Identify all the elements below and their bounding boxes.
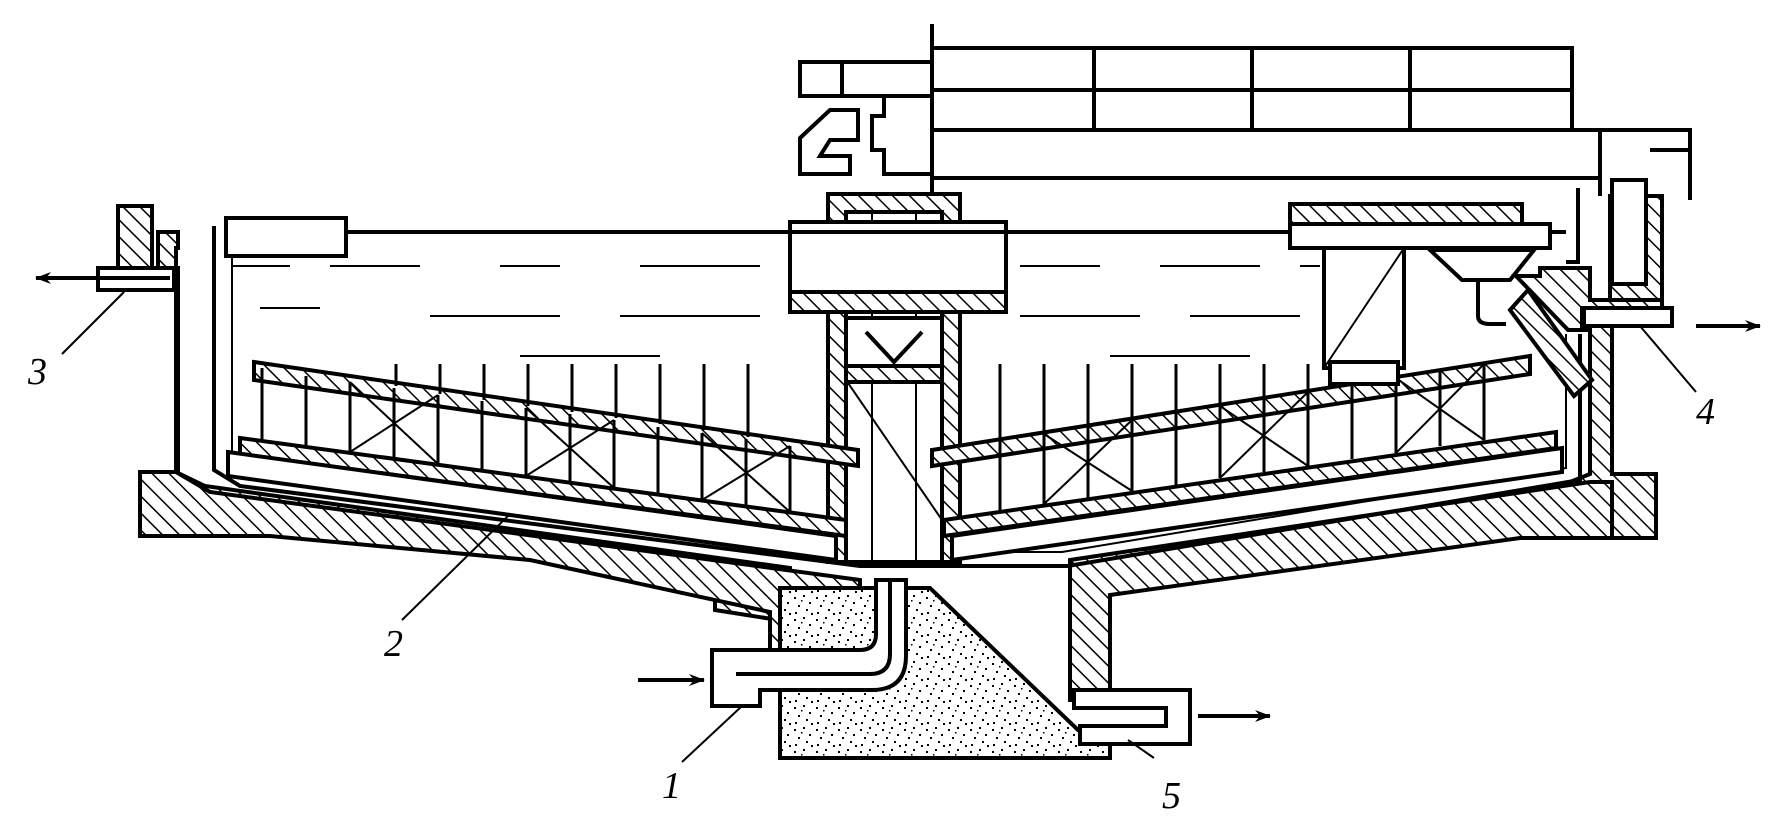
influent-pipe-inner: [736, 582, 892, 676]
skimmer-pipe: [1476, 280, 1506, 326]
label-4: 4: [1696, 391, 1715, 433]
drive-base: [1328, 360, 1400, 386]
effluent-outlet-pipe: [1582, 306, 1674, 328]
water-dashes: [232, 265, 1320, 357]
scraper-blade-right: [950, 445, 1564, 563]
weir-chute: [1507, 286, 1595, 399]
tank-liner: [212, 226, 1582, 568]
leader-lines: [61, 291, 1697, 763]
scraper-arm-left: [252, 359, 860, 469]
lower-beam-left: [238, 435, 848, 539]
truss-diagonals: [349, 363, 1485, 513]
center-collar: [844, 364, 944, 384]
truss-verticals: [260, 364, 1486, 512]
scraper-blade-left: [226, 449, 838, 563]
label-5: 5: [1162, 775, 1181, 817]
skimmer-hopper: [1424, 248, 1539, 282]
trough-gate: [1610, 178, 1648, 286]
center-brace: [845, 379, 943, 521]
center-deck: [788, 290, 1008, 314]
drive-housing-brace: [1323, 247, 1405, 369]
label-1: 1: [662, 765, 681, 807]
bridge-deck: [1288, 222, 1552, 250]
label-2: 2: [384, 623, 403, 665]
sludge-outlet-pipe: [1072, 688, 1192, 746]
bridge-walkway: [1288, 202, 1524, 226]
bridge: [798, 24, 1692, 264]
center-funnel: [864, 330, 924, 365]
scum-box: [224, 216, 348, 258]
label-3: 3: [27, 351, 47, 393]
